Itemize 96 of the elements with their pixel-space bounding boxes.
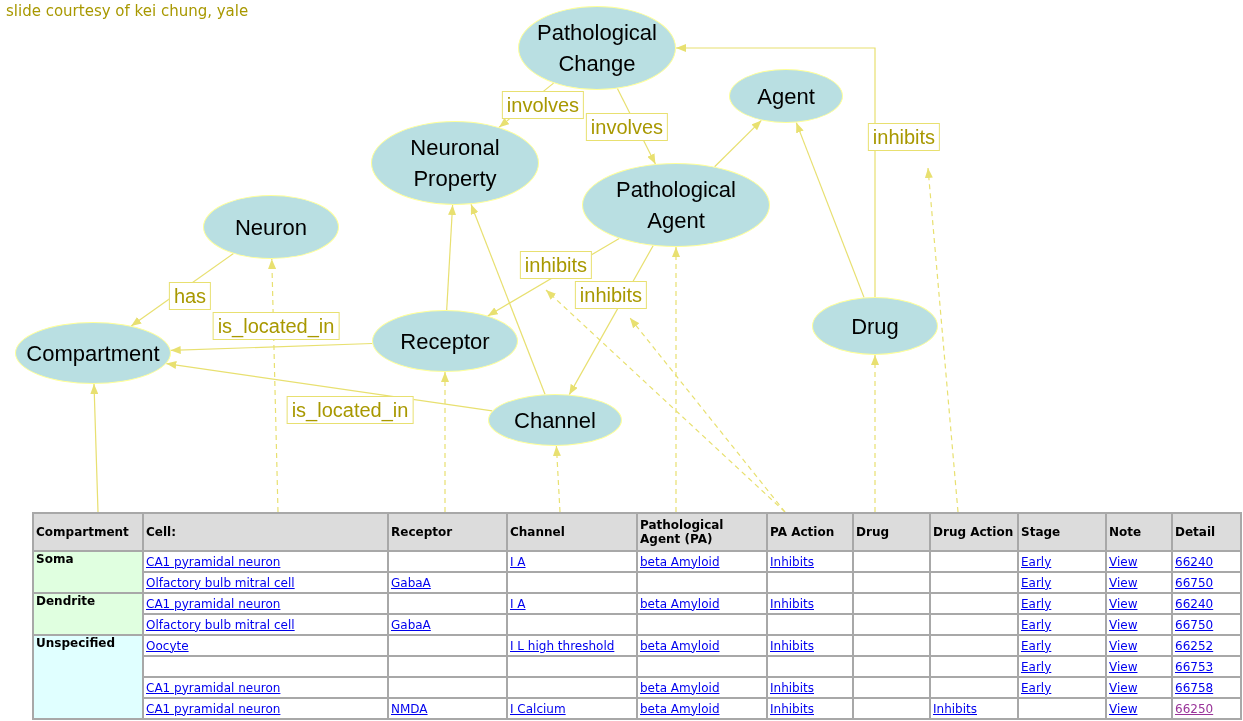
connector-arrow bbox=[924, 167, 959, 513]
edge-label: involves bbox=[585, 113, 669, 141]
node-label: Agent bbox=[756, 82, 816, 111]
connector-arrow bbox=[714, 119, 762, 168]
link-cell: CA1 pyramidal neuron bbox=[143, 593, 388, 614]
edge-label: inhibits bbox=[574, 281, 648, 309]
link-cell: 66750 bbox=[1172, 614, 1241, 635]
node-label: Pathological Change bbox=[536, 19, 658, 78]
connector-arrow bbox=[470, 203, 546, 395]
link-cell: beta Amyloid bbox=[637, 635, 767, 656]
link-cell: CA1 pyramidal neuron bbox=[143, 677, 388, 698]
link-cell: Early bbox=[1018, 572, 1106, 593]
row-group-cell: Dendrite bbox=[33, 593, 143, 635]
row-group-cell: Unspecified bbox=[33, 635, 143, 719]
link-cell: View bbox=[1106, 656, 1172, 677]
column-header: Drug Action bbox=[930, 513, 1018, 551]
link-cell: I A bbox=[507, 593, 637, 614]
edge-label: inhibits bbox=[867, 123, 941, 151]
link-cell: View bbox=[1106, 698, 1172, 719]
link-cell: Inhibits bbox=[767, 551, 853, 572]
node-label: Drug bbox=[850, 312, 900, 341]
link-cell: CA1 pyramidal neuron bbox=[143, 698, 388, 719]
column-header: Drug bbox=[853, 513, 930, 551]
column-header: Channel bbox=[507, 513, 637, 551]
connector-arrow bbox=[545, 289, 786, 513]
connector-arrow bbox=[170, 342, 373, 355]
connector-arrow bbox=[446, 204, 457, 311]
link-cell: GabaA bbox=[388, 572, 507, 593]
column-header: PA Action bbox=[767, 513, 853, 551]
link-cell: 66750 bbox=[1172, 572, 1241, 593]
connector-arrow bbox=[90, 383, 99, 513]
connector-arrow bbox=[268, 258, 279, 513]
link-cell: 66252 bbox=[1172, 635, 1241, 656]
connector-arrow bbox=[675, 44, 876, 298]
link-cell: View bbox=[1106, 551, 1172, 572]
link-cell: Early bbox=[1018, 593, 1106, 614]
link-cell: Olfactory bulb mitral cell bbox=[143, 572, 388, 593]
link-cell: NMDA bbox=[388, 698, 507, 719]
link-cell: 66240 bbox=[1172, 551, 1241, 572]
node-label: Neuron bbox=[233, 213, 309, 242]
connector-arrow bbox=[871, 354, 879, 513]
link-cell: View bbox=[1106, 593, 1172, 614]
link-cell: Inhibits bbox=[767, 677, 853, 698]
connector-arrow bbox=[672, 246, 680, 513]
link-cell: I A bbox=[507, 551, 637, 572]
link-cell: Olfactory bulb mitral cell bbox=[143, 614, 388, 635]
column-header: Detail bbox=[1172, 513, 1241, 551]
row-group-cell: Soma bbox=[33, 551, 143, 593]
connector-arrow bbox=[629, 317, 786, 513]
connector-arrow bbox=[552, 445, 561, 513]
edge-label: is_located_in bbox=[286, 396, 414, 424]
column-header: Receptor bbox=[388, 513, 507, 551]
node-label: Neuronal Property bbox=[409, 134, 501, 193]
link-cell: Inhibits bbox=[767, 635, 853, 656]
edge-label: involves bbox=[501, 91, 585, 119]
link-cell: Inhibits bbox=[930, 698, 1018, 719]
link-cell: beta Amyloid bbox=[637, 551, 767, 572]
link-cell: Oocyte bbox=[143, 635, 388, 656]
link-cell: Early bbox=[1018, 635, 1106, 656]
column-header: Stage bbox=[1018, 513, 1106, 551]
link-cell: View bbox=[1106, 677, 1172, 698]
connector-arrow bbox=[441, 371, 449, 513]
link-cell: I Calcium bbox=[507, 698, 637, 719]
node-label: Channel bbox=[513, 406, 597, 435]
link-cell: View bbox=[1106, 572, 1172, 593]
link-cell: 66240 bbox=[1172, 593, 1241, 614]
connector-arrow bbox=[165, 361, 493, 412]
link-cell: Early bbox=[1018, 656, 1106, 677]
link-cell: GabaA bbox=[388, 614, 507, 635]
link-cell: CA1 pyramidal neuron bbox=[143, 551, 388, 572]
link-cell: View bbox=[1106, 614, 1172, 635]
link-cell: Inhibits bbox=[767, 593, 853, 614]
edge-label: inhibits bbox=[519, 251, 593, 279]
link-cell: Early bbox=[1018, 614, 1106, 635]
link-cell: beta Amyloid bbox=[637, 698, 767, 719]
edge-label: is_located_in bbox=[212, 312, 340, 340]
node-label: Receptor bbox=[399, 327, 491, 356]
node-label: Compartment bbox=[25, 339, 161, 368]
column-header: Pathological Agent (PA) bbox=[637, 513, 767, 551]
column-header: Note bbox=[1106, 513, 1172, 551]
column-header: Compartment bbox=[33, 513, 143, 551]
edge-label: has bbox=[168, 282, 212, 310]
credit-text: slide courtesy of kei chung, yale bbox=[6, 1, 249, 22]
node-label: Pathological Agent bbox=[615, 176, 737, 235]
link-cell: beta Amyloid bbox=[637, 593, 767, 614]
link-cell: Early bbox=[1018, 551, 1106, 572]
column-header: Cell: bbox=[143, 513, 388, 551]
link-cell: 66758 bbox=[1172, 677, 1241, 698]
link-cell: Inhibits bbox=[767, 698, 853, 719]
link-cell: 66753 bbox=[1172, 656, 1241, 677]
link-cell: beta Amyloid bbox=[637, 677, 767, 698]
link-cell: I L high threshold bbox=[507, 635, 637, 656]
connector-arrow bbox=[795, 122, 865, 298]
link-cell: 66250 bbox=[1172, 698, 1241, 719]
link-cell: View bbox=[1106, 635, 1172, 656]
link-cell: Early bbox=[1018, 677, 1106, 698]
